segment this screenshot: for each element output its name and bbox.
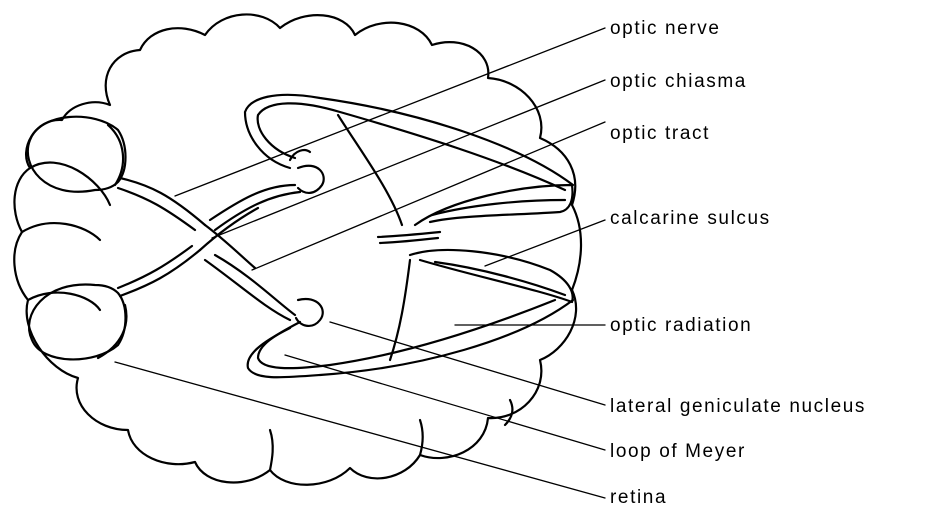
optic-tract-lower-a xyxy=(215,255,295,315)
lgn-upper xyxy=(298,166,324,193)
optic-nerve-upper-a xyxy=(120,178,205,225)
lower-gyrus-2 xyxy=(420,420,423,455)
lower-gyrus-1 xyxy=(270,430,273,470)
label-retina: retina xyxy=(610,488,667,507)
radiation-upper-fiber xyxy=(338,115,402,225)
optic-nerve-lower-a xyxy=(120,250,200,296)
calcarine-upper-lip xyxy=(415,185,573,225)
brain-outline xyxy=(14,14,581,484)
central-fiber-1 xyxy=(378,232,440,237)
frontal-bump-upper xyxy=(30,163,110,205)
label-calcarine-sulcus: calcarine sulcus xyxy=(610,209,771,228)
leader-lateral-geniculate-nucleus xyxy=(330,322,605,405)
calcarine-lower-lip xyxy=(410,250,573,302)
leader-calcarine-sulcus xyxy=(485,220,605,266)
label-loop-of-meyer: loop of Meyer xyxy=(610,442,746,461)
frontal-bump-middle xyxy=(22,223,100,240)
label-lateral-geniculate-nucleus: lateral geniculate nucleus xyxy=(610,397,866,416)
leader-optic-nerve xyxy=(175,28,605,196)
label-optic-nerve: optic nerve xyxy=(610,19,721,38)
label-optic-chiasma: optic chiasma xyxy=(610,72,747,91)
central-fiber-2 xyxy=(380,238,438,243)
leader-loop-of-meyer xyxy=(285,355,605,450)
lgn-upper-arc xyxy=(290,150,310,160)
calcarine-lower-line xyxy=(435,262,565,295)
optic-tract-upper-b xyxy=(215,192,300,230)
label-optic-radiation: optic radiation xyxy=(610,316,752,335)
optic-tract-lower-b xyxy=(205,260,290,320)
label-optic-tract: optic tract xyxy=(610,124,710,143)
optic-tract-upper-a xyxy=(210,185,295,220)
leader-optic-tract xyxy=(252,122,605,270)
